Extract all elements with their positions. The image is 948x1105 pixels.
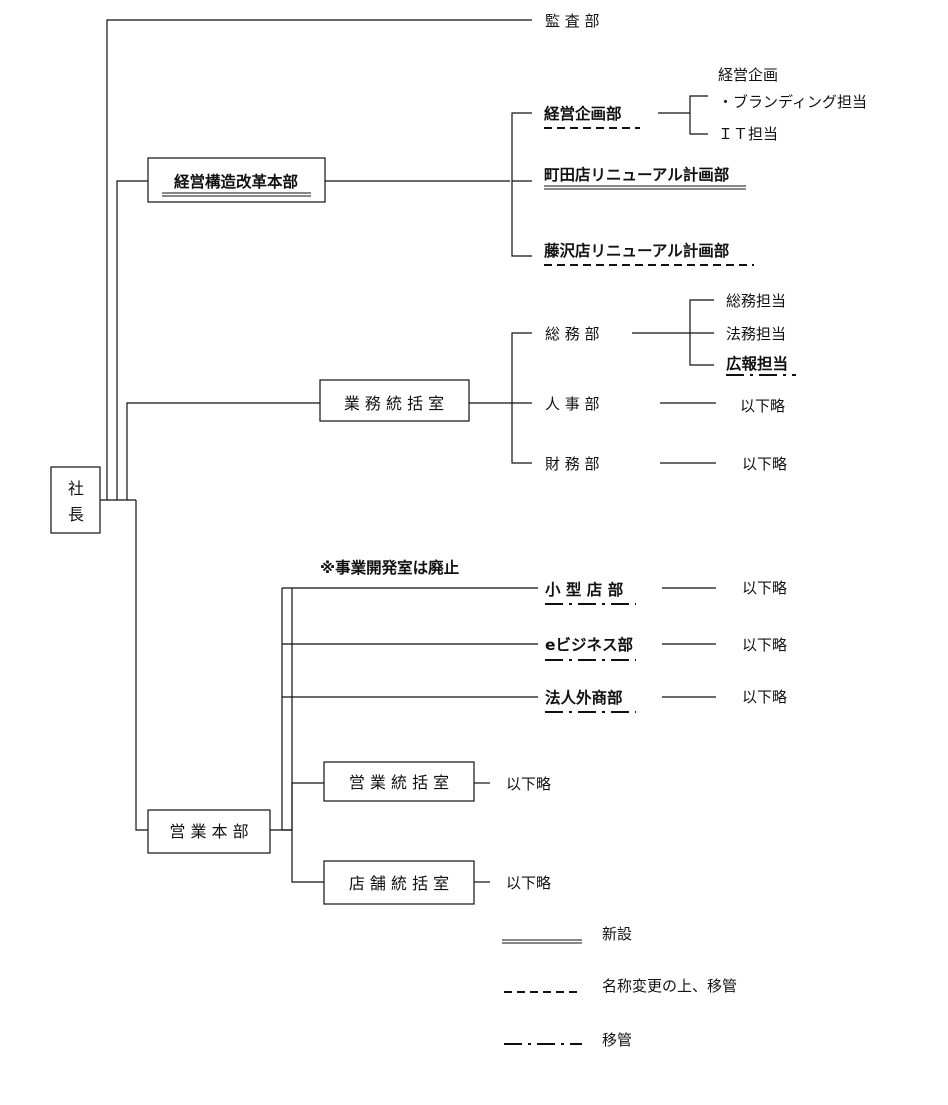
president-box	[50, 466, 101, 534]
ops-office-box	[319, 379, 470, 422]
general-affairs-label: 総 務 部	[545, 325, 600, 343]
ga-sub-3: 広報担当	[726, 354, 788, 373]
restructure-hq-box	[147, 157, 326, 203]
ebiz-label: eビジネス部	[545, 635, 634, 654]
store-office-box	[323, 860, 475, 905]
finance-omitted: 以下略	[742, 455, 787, 473]
planning-sub-1: 経営企画	[718, 66, 778, 84]
store-office-omitted: 以下略	[506, 874, 551, 892]
president-label-1: 社	[68, 479, 84, 498]
legend: 新設 名称変更の上、移管 移管	[502, 925, 737, 1049]
corporate-sales-omitted: 以下略	[742, 688, 787, 706]
small-store-omitted: 以下略	[742, 579, 787, 597]
small-store-label: 小 型 店 部	[545, 580, 624, 599]
sales-hq-box	[147, 809, 271, 854]
fujisawa-label: 藤沢店リニューアル計画部	[544, 241, 730, 260]
corporate-sales-label: 法人外商部	[545, 688, 623, 707]
machida-label: 町田店リニューアル計画部	[544, 165, 730, 184]
hr-label: 人 事 部	[545, 395, 600, 413]
legend-transfer-label: 移管	[602, 1031, 632, 1049]
sales-office-omitted: 以下略	[506, 775, 551, 793]
sales-hq-label: 営 業 本 部	[169, 822, 248, 841]
planning-sub-2: ・ブランディング担当	[718, 93, 867, 111]
connector-lines	[100, 19, 716, 883]
ops-office-label: 業 務 統 括 室	[344, 394, 444, 413]
ga-sub-2: 法務担当	[726, 325, 786, 343]
ga-sub-1: 総務担当	[726, 292, 786, 310]
ebiz-omitted: 以下略	[742, 636, 787, 654]
planning-sub-3: ＩＴ担当	[718, 125, 778, 143]
finance-label: 財 務 部	[545, 455, 600, 473]
audit-label: 監 査 部	[545, 12, 600, 30]
abolished-note: ※事業開発室は廃止	[320, 558, 460, 577]
planning-dept-label: 経営企画部	[544, 104, 622, 123]
restructure-hq-label: 経営構造改革本部	[174, 172, 299, 191]
hr-omitted: 以下略	[740, 397, 785, 415]
legend-new-label: 新設	[602, 925, 632, 943]
president-label-2: 長	[68, 505, 84, 524]
sales-office-label: 営 業 統 括 室	[349, 773, 449, 792]
store-office-label: 店 舗 統 括 室	[349, 874, 449, 893]
legend-renamed-label: 名称変更の上、移管	[602, 977, 737, 995]
sales-office-box	[323, 761, 475, 802]
